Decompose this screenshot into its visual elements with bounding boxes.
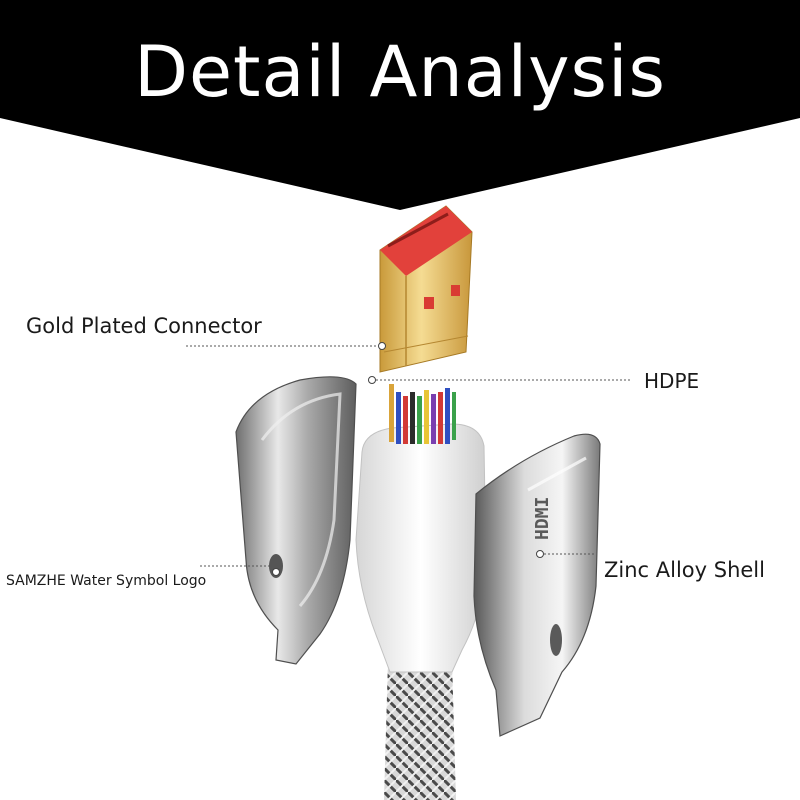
braided-cable xyxy=(384,660,456,800)
hdmi-engraving: HDMI xyxy=(532,497,553,540)
gold-plated-connector xyxy=(379,205,473,373)
right-zinc-shell: HDMI xyxy=(473,433,601,737)
water-symbol-logo-label: SAMZHE Water Symbol Logo xyxy=(6,573,207,589)
zinc-alloy-shell-label: Zinc Alloy Shell xyxy=(604,558,765,582)
callout-lines xyxy=(186,342,630,576)
title-banner xyxy=(0,0,800,210)
inner-wires xyxy=(389,384,456,444)
left-zinc-shell xyxy=(235,376,357,665)
gold-connector-label: Gold Plated Connector xyxy=(26,314,262,338)
hdpe-housing xyxy=(355,423,487,673)
page-title: Detail Analysis xyxy=(134,31,666,113)
hdpe-label: HDPE xyxy=(644,369,700,393)
